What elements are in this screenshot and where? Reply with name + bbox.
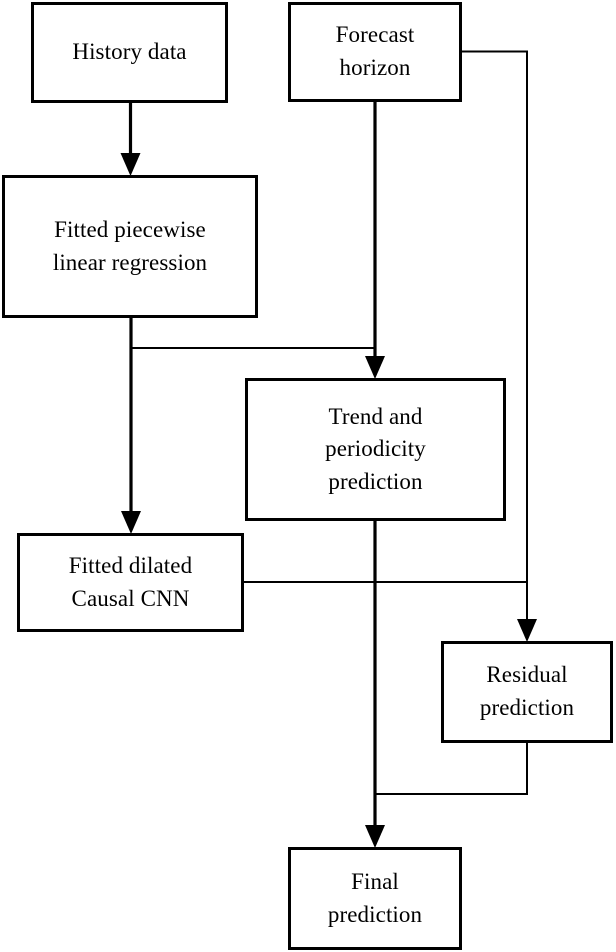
- node-final-prediction-label: Final prediction: [327, 868, 423, 927]
- node-final-prediction[interactable]: Final prediction: [288, 847, 462, 950]
- node-forecast-horizon-label: Forecast horizon: [335, 22, 415, 80]
- edge-horizon-to-trend: [365, 102, 385, 379]
- node-residual-prediction-label: Residual prediction: [479, 662, 575, 720]
- node-residual-prediction[interactable]: Residual prediction: [441, 641, 613, 743]
- node-trend-and-periodicity-prediction[interactable]: Trend and periodicity prediction: [245, 378, 506, 521]
- node-fitted-dilated-causal-cnn-label: Fitted dilated Causal CNN: [68, 552, 193, 611]
- edge-trend-to-final: [365, 521, 385, 848]
- node-fitted-dilated-causal-cnn[interactable]: Fitted dilated Causal CNN: [17, 533, 244, 632]
- edge-residual-to-final: [374, 743, 528, 795]
- edge-horizon-to-residual: [462, 50, 537, 642]
- node-history-data-label: History data: [72, 39, 187, 65]
- node-fitted-piecewise-linear-regression[interactable]: Fitted piecewise linear regression: [2, 175, 258, 318]
- edge-piecewise-to-cnn: [121, 318, 141, 534]
- node-forecast-horizon[interactable]: Forecast horizon: [288, 2, 462, 102]
- node-history-data[interactable]: History data: [31, 2, 228, 103]
- node-fitted-piecewise-linear-regression-label: Fitted piecewise linear regression: [52, 216, 208, 275]
- edge-history-to-piecewise: [120, 103, 141, 176]
- node-trend-and-periodicity-prediction-label: Trend and periodicity prediction: [325, 403, 426, 494]
